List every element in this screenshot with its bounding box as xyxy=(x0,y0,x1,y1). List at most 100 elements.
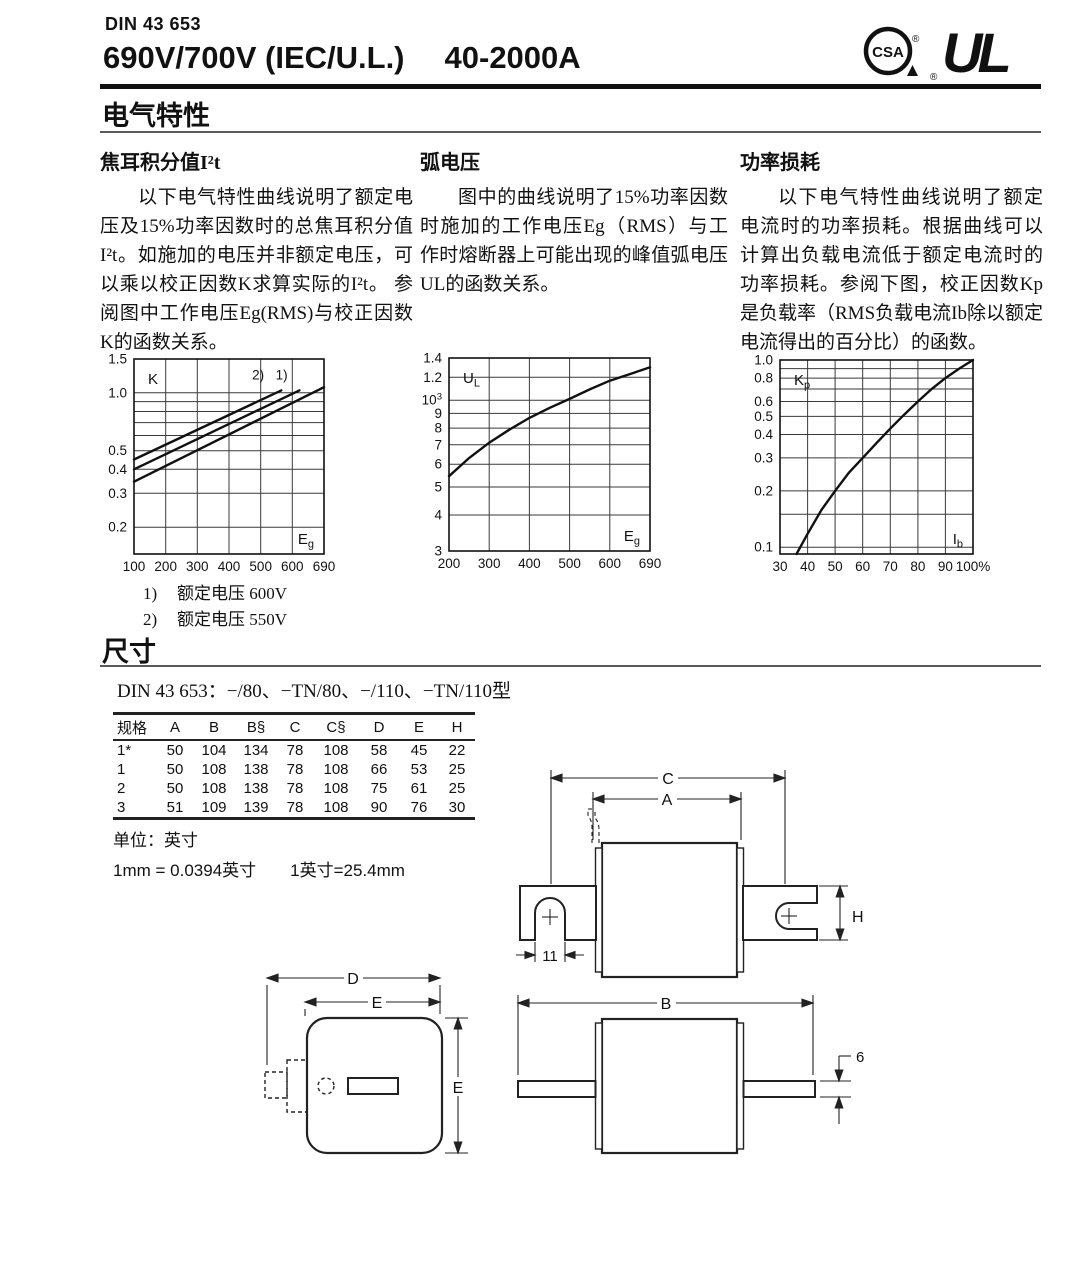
arrow-up-icon xyxy=(835,884,845,898)
table-cell: 108 xyxy=(323,742,349,759)
arrow-left-icon xyxy=(549,773,563,783)
table-cell: 108 xyxy=(323,799,349,816)
table-cell: 58 xyxy=(370,742,388,759)
column-body: 以下电气特性曲线说明了额定电压及15%功率因数时的总焦耳积分值I²t。如施加的电… xyxy=(100,187,413,353)
footnote-marker: 2) xyxy=(143,610,158,629)
svg-text:400: 400 xyxy=(218,559,241,574)
striker-dashed-outline xyxy=(286,1059,308,1113)
arrow-up-icon xyxy=(453,1016,463,1030)
arrow-left-icon xyxy=(265,973,279,983)
csa-registered-mark: ® xyxy=(912,34,920,45)
arrow-down-icon xyxy=(453,1141,463,1155)
csa-logo-text: CSA xyxy=(872,44,904,61)
dim-label-e-top: E xyxy=(372,995,383,1012)
svg-text:2): 2) xyxy=(252,368,264,383)
section-rule-dimensions xyxy=(100,665,1041,667)
table-cell: 108 xyxy=(323,780,349,797)
svg-text:Eg: Eg xyxy=(624,528,640,548)
svg-text:690: 690 xyxy=(313,559,336,574)
footnote-text: 额定电压 550V xyxy=(177,610,288,629)
svg-text:90: 90 xyxy=(938,559,953,574)
arrow-right-icon xyxy=(773,773,787,783)
dimension-drawings: C A xyxy=(264,768,864,1155)
dim-label-b: B xyxy=(661,996,672,1013)
table-cell: 104 xyxy=(201,742,227,759)
column-heading: 功率损耗 xyxy=(740,152,820,174)
table-cell: 1* xyxy=(117,742,132,759)
drawing-fuse-blade-view: B 6 xyxy=(516,994,864,1155)
csa-logo-icon: CSA ® xyxy=(863,26,920,76)
svg-text:4: 4 xyxy=(434,508,442,523)
svg-text:30: 30 xyxy=(772,559,787,574)
svg-text:300: 300 xyxy=(478,556,501,571)
model-variants-line: DIN 43 653：−/80、−TN/80、−/110、−TN/110型 xyxy=(117,681,511,702)
right-blade-terminal xyxy=(742,885,818,941)
table-cell: 50 xyxy=(166,761,184,778)
column-header: H xyxy=(439,713,475,741)
svg-text:1.0: 1.0 xyxy=(108,385,127,400)
table-cell: 138 xyxy=(243,780,269,797)
arrow-right-icon xyxy=(801,998,815,1008)
table-cell: 139 xyxy=(243,799,269,816)
table-cell: 108 xyxy=(201,761,227,778)
section-rule-electrical xyxy=(100,131,1041,133)
units-note: 单位：英寸 xyxy=(113,831,198,850)
dim-label-blade-thickness: 6 xyxy=(856,1049,864,1066)
table-cell: 1 xyxy=(117,761,126,778)
fuse-body-end xyxy=(305,1016,444,1155)
column-body: 图中的曲线说明了15%功率因数时施加的工作电压Eg（RMS）与工作时熔断器上可能… xyxy=(420,187,728,295)
arrow-left-icon xyxy=(303,997,317,1007)
footnote-marker: 1) xyxy=(143,584,158,603)
table-cell: 30 xyxy=(448,799,466,816)
svg-text:3: 3 xyxy=(434,544,442,559)
table-cell: 108 xyxy=(201,780,227,797)
svg-text:1.4: 1.4 xyxy=(423,351,442,366)
table-cell: 51 xyxy=(166,799,184,816)
svg-text:50: 50 xyxy=(828,559,843,574)
svg-text:40: 40 xyxy=(800,559,815,574)
ul-registered-mark: ® xyxy=(930,72,938,83)
current-range: 40-2000A xyxy=(444,40,581,75)
ul-logo-text: UL xyxy=(942,21,1008,84)
table-cell: 50 xyxy=(166,780,184,797)
drawing-fuse-side-view: C A xyxy=(516,768,864,979)
arrow-right-icon xyxy=(729,794,743,804)
column-arc-voltage: 弧电压 图中的曲线说明了15%功率因数时施加的工作电压Eg（RMS）与工作时熔断… xyxy=(420,146,728,299)
dim-label-d: D xyxy=(347,971,359,988)
column-heading: 弧电压 xyxy=(420,152,480,174)
svg-text:6: 6 xyxy=(434,457,442,472)
column-power-loss: 功率损耗 以下电气特性曲线说明了额定电流时的功率损耗。根据曲线可以计算出负载电流… xyxy=(740,146,1043,357)
svg-text:500: 500 xyxy=(249,559,272,574)
ul-logo-icon: UL ® xyxy=(930,21,1013,84)
table-cell: 25 xyxy=(448,780,466,797)
column-header: B xyxy=(193,713,235,741)
svg-text:0.4: 0.4 xyxy=(108,462,127,477)
striker-indicator-dashed xyxy=(587,809,593,843)
svg-text:0.5: 0.5 xyxy=(754,409,773,424)
svg-text:0.4: 0.4 xyxy=(754,427,773,442)
table-cell: 66 xyxy=(370,761,388,778)
arrow-right-icon xyxy=(428,973,442,983)
svg-text:100: 100 xyxy=(123,559,146,574)
dim-label-h: H xyxy=(852,909,864,926)
footnote-1: 1) 额定电压 600V xyxy=(143,581,287,607)
svg-text:60: 60 xyxy=(855,559,870,574)
right-flat-blade xyxy=(742,1080,816,1098)
table-cell: 78 xyxy=(286,761,304,778)
footnote-text: 额定电压 600V xyxy=(177,584,288,603)
svg-text:1): 1) xyxy=(276,368,288,383)
svg-text:0.8: 0.8 xyxy=(754,371,773,386)
arrow-left-icon xyxy=(563,950,576,960)
svg-text:7: 7 xyxy=(434,437,442,452)
dim-label-slot-width: 11 xyxy=(542,948,558,965)
svg-text:500: 500 xyxy=(558,556,581,571)
svg-text:200: 200 xyxy=(154,559,177,574)
svg-text:0.3: 0.3 xyxy=(108,486,127,501)
voltage-rating: 690V/700V (IEC/U.L.) xyxy=(103,40,405,75)
svg-text:1.0: 1.0 xyxy=(754,353,773,368)
column-i2t: 焦耳积分值I²t 以下电气特性曲线说明了额定电压及15%功率因数时的总焦耳积分值… xyxy=(100,146,413,357)
table-cell: 138 xyxy=(243,761,269,778)
